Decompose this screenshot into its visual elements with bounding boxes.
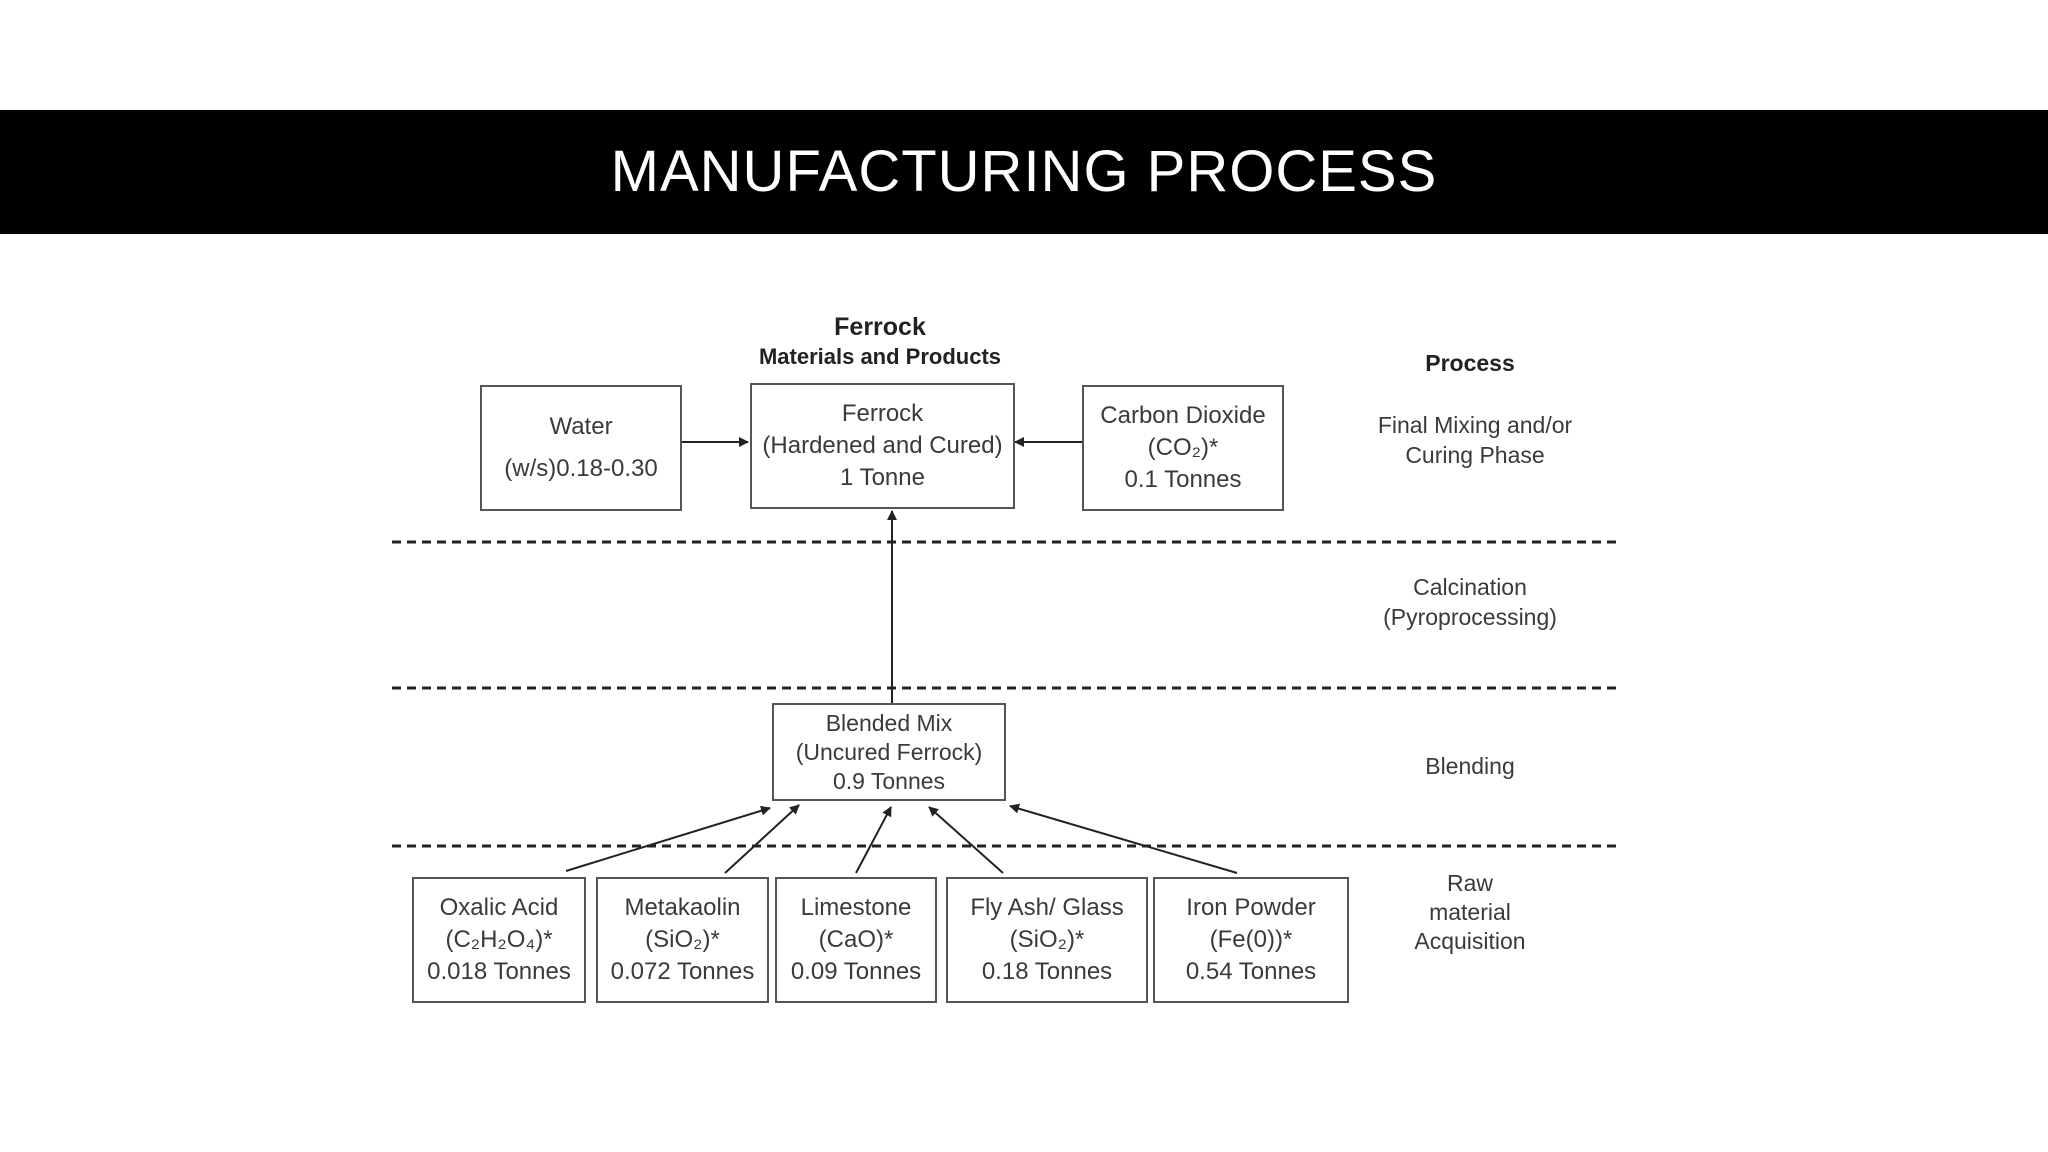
box-co2-line-2: (CO₂)* <box>1147 434 1219 461</box>
box-flyash-line-3: 0.18 Tonnes <box>981 958 1113 985</box>
box-oxalic-acid: Oxalic Acid (C₂H₂O₄)* 0.018 Tonnes <box>412 877 586 1003</box>
materials-header: Ferrock Materials and Products <box>700 312 1060 372</box>
arrow-iron-to-blended <box>1009 803 1238 874</box>
process-final-mixing-line-2: Curing Phase <box>1405 442 1545 468</box>
box-metakaolin: Metakaolin (SiO₂)* 0.072 Tonnes <box>596 877 769 1003</box>
box-fly-ash-glass: Fly Ash/ Glass (SiO₂)* 0.18 Tonnes <box>946 877 1148 1003</box>
process-final-mixing-line-1: Final Mixing and/or <box>1377 412 1573 438</box>
box-iron-powder: Iron Powder (Fe(0))* 0.54 Tonnes <box>1153 877 1349 1003</box>
title-band: MANUFACTURING PROCESS <box>0 110 2048 234</box>
box-blended-line-1: Blended Mix <box>825 709 953 736</box>
process-raw-line-1: Raw <box>1446 870 1493 896</box>
box-ferrock-line-3: 1 Tonne <box>840 464 925 491</box>
box-oxalic-line-3: 0.018 Tonnes <box>427 958 571 985</box>
box-limestone-line-2: (CaO)* <box>818 926 894 953</box>
box-blended-line-3: 0.9 Tonnes <box>832 767 946 794</box>
box-oxalic-line-2: (C₂H₂O₄)* <box>445 926 553 953</box>
box-iron-line-3: 0.54 Tonnes <box>1185 958 1317 985</box>
process-calcination-line-1: Calcination <box>1413 574 1527 600</box>
box-water-line-2: (w/s)0.18-0.30 <box>504 455 658 482</box>
process-header: Process <box>1425 350 1515 376</box>
box-limestone-line-3: 0.09 Tonnes <box>790 958 922 985</box>
arrow-metakaolin-to-blended <box>724 804 800 874</box>
box-water: Water (w/s)0.18-0.30 <box>480 385 682 511</box>
process-blending-line-1: Blending <box>1425 753 1515 779</box>
box-carbon-dioxide: Carbon Dioxide (CO₂)* 0.1 Tonnes <box>1082 385 1284 511</box>
box-metakaolin-line-3: 0.072 Tonnes <box>610 958 755 985</box>
slide-title: MANUFACTURING PROCESS <box>610 139 1438 204</box>
process-calcination-line-2: (Pyroprocessing) <box>1383 604 1557 630</box>
process-final-mixing: Final Mixing and/or Curing Phase <box>1340 410 1610 470</box>
materials-header-subtitle: Materials and Products <box>758 344 1002 369</box>
box-limestone-line-1: Limestone <box>800 894 912 921</box>
box-co2-line-3: 0.1 Tonnes <box>1124 466 1242 493</box>
arrow-flyash-to-blended <box>928 806 1004 874</box>
box-iron-line-2: (Fe(0))* <box>1209 926 1293 953</box>
process-raw-material: Raw material Acquisition <box>1370 869 1570 956</box>
box-ferrock-line-1: Ferrock <box>841 400 924 427</box>
box-iron-line-1: Iron Powder <box>1186 894 1316 921</box>
box-water-line-1: Water <box>549 413 613 440</box>
box-limestone: Limestone (CaO)* 0.09 Tonnes <box>775 877 937 1003</box>
box-ferrock: Ferrock (Hardened and Cured) 1 Tonne <box>750 383 1015 509</box>
process-raw-line-3: Acquisition <box>1414 928 1526 954</box>
box-metakaolin-line-2: (SiO₂)* <box>645 926 720 953</box>
arrow-limestone-to-blended <box>855 806 892 874</box>
box-co2-line-1: Carbon Dioxide <box>1100 402 1266 429</box>
box-metakaolin-line-1: Metakaolin <box>624 894 741 921</box>
process-calcination: Calcination (Pyroprocessing) <box>1340 572 1600 632</box>
box-flyash-line-1: Fly Ash/ Glass <box>970 894 1124 921</box>
materials-header-title: Ferrock <box>834 313 926 341</box>
process-blending: Blending <box>1370 751 1570 781</box>
box-blended-line-2: (Uncured Ferrock) <box>795 738 983 765</box>
box-ferrock-line-2: (Hardened and Cured) <box>762 432 1003 459</box>
box-blended-mix: Blended Mix (Uncured Ferrock) 0.9 Tonnes <box>772 703 1006 801</box>
process-raw-line-2: material <box>1429 899 1511 925</box>
arrow-oxalic-to-blended <box>565 805 771 872</box>
box-flyash-line-2: (SiO₂)* <box>1009 926 1085 953</box>
box-oxalic-line-1: Oxalic Acid <box>439 894 559 921</box>
